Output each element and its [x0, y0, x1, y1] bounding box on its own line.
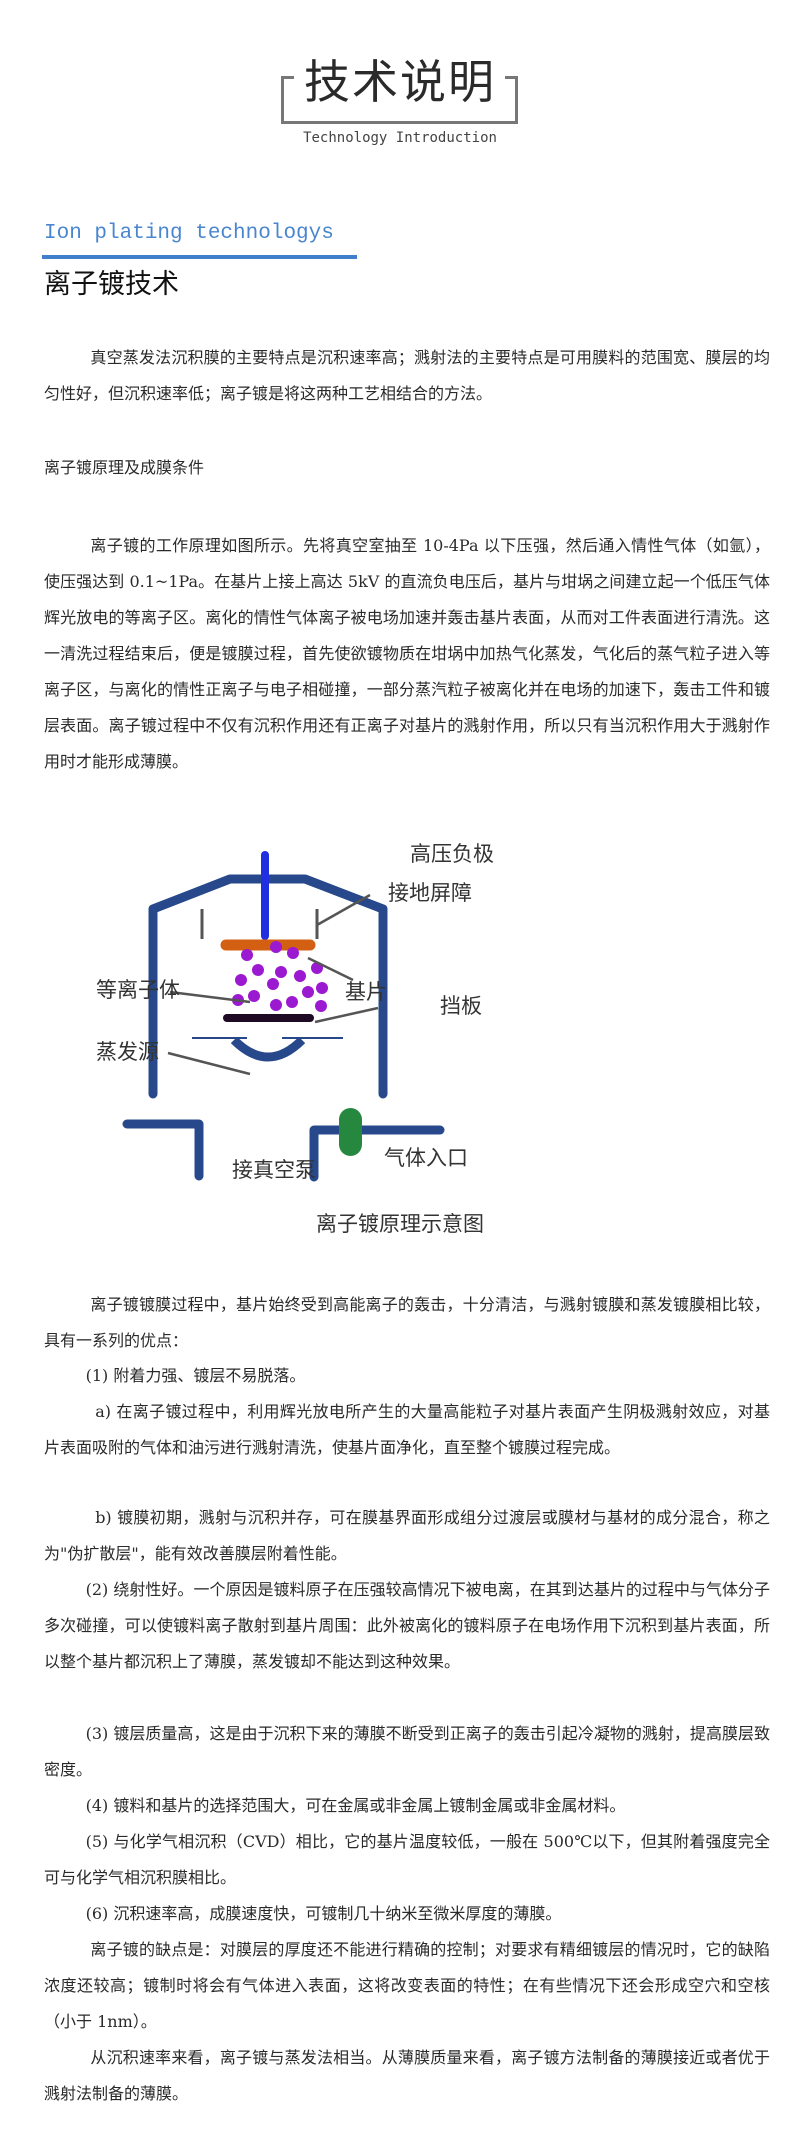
disadvantages-paragraph: 离子镀的缺点是：对膜层的厚度还不能进行精确的控制；对要求有精细镀层的情况时，它的… — [44, 1940, 770, 2031]
advantage-4: (4) 镀料和基片的选择范围大，可在金属或非金属上镀制金属或非金属材料。 — [85, 1796, 626, 1815]
principle-subheading: 离子镀原理及成膜条件 — [44, 458, 205, 477]
principle-paragraph: 离子镀的工作原理如图所示。先将真空室抽至 10-4Pa 以下压强，然后通入情性气… — [44, 536, 770, 771]
evaporation-crucible — [230, 1036, 306, 1062]
advantage-1b: b) 镀膜初期，溅射与沉积并存，可在膜基界面形成组分过渡层或膜材与基材的成分混合… — [44, 1508, 770, 1563]
comparison-paragraph: 从沉积速率来看，离子镀与蒸发法相当。从薄膜质量来看，离子镀方法制备的薄膜接近或者… — [44, 2048, 770, 2103]
page-subtitle: Technology Introduction — [303, 130, 497, 146]
label-plasma: 等离子体 — [96, 978, 180, 1002]
label-substrate: 基片 — [345, 980, 387, 1004]
ion-plating-diagram: 高压负极 接地屏障 基片 等离子体 挡板 蒸发源 接真空泵 气体入口 — [96, 830, 670, 1260]
label-baffle: 挡板 — [440, 994, 482, 1018]
section-title-chinese: 离子镀技术 — [44, 269, 179, 300]
advantage-3: (3) 镀层质量高，这是由于沉积下来的薄膜不断受到正离子的轰击引起冷凝物的溅射，… — [44, 1724, 770, 1779]
gas-valve — [339, 1108, 362, 1156]
label-source: 蒸发源 — [96, 1040, 159, 1064]
advantage-1: (1) 附着力强、镀层不易脱落。 — [85, 1366, 306, 1385]
advantage-5: (5) 与化学气相沉积（CVD）相比，它的基片温度较低，一般在 500℃以下，但… — [44, 1832, 770, 1887]
advantage-1a: a) 在离子镀过程中，利用辉光放电所产生的大量高能粒子对基片表面产生阴极溅射效应… — [44, 1402, 770, 1457]
diagram-caption: 离子镀原理示意图 — [316, 1212, 484, 1236]
label-vacuum-pump: 接真空泵 — [232, 1158, 316, 1182]
leader-lines — [167, 893, 379, 1076]
label-cathode: 高压负极 — [410, 842, 494, 866]
label-shield: 接地屏障 — [388, 881, 472, 905]
section-title-english: Ion plating technologys — [44, 222, 334, 245]
chamber-outline — [122, 874, 445, 1182]
label-gas-inlet: 气体入口 — [384, 1146, 468, 1170]
page-header: 技术说明 Technology Introduction — [0, 0, 800, 160]
diagram-graphic — [122, 851, 445, 1182]
page-title: 技术说明 — [304, 55, 496, 109]
advantage-2: (2) 绕射性好。一个原因是镀料原子在压强较高情况下被电离，在其到达基片的过程中… — [44, 1580, 770, 1671]
advantage-6: (6) 沉积速率高，成膜速度快，可镀制几十纳米至微米厚度的薄膜。 — [85, 1904, 562, 1923]
intro-paragraph: 真空蒸发法沉积膜的主要特点是沉积速率高；溅射法的主要特点是可用膜料的范围宽、膜层… — [44, 348, 770, 403]
advantages-intro: 离子镀镀膜过程中，基片始终受到高能离子的轰击，十分清洁，与溅射镀膜和蒸发镀膜相比… — [44, 1295, 770, 1350]
section-divider — [42, 255, 357, 259]
plasma-particles — [232, 941, 328, 1012]
title-bracket-frame — [281, 76, 518, 124]
